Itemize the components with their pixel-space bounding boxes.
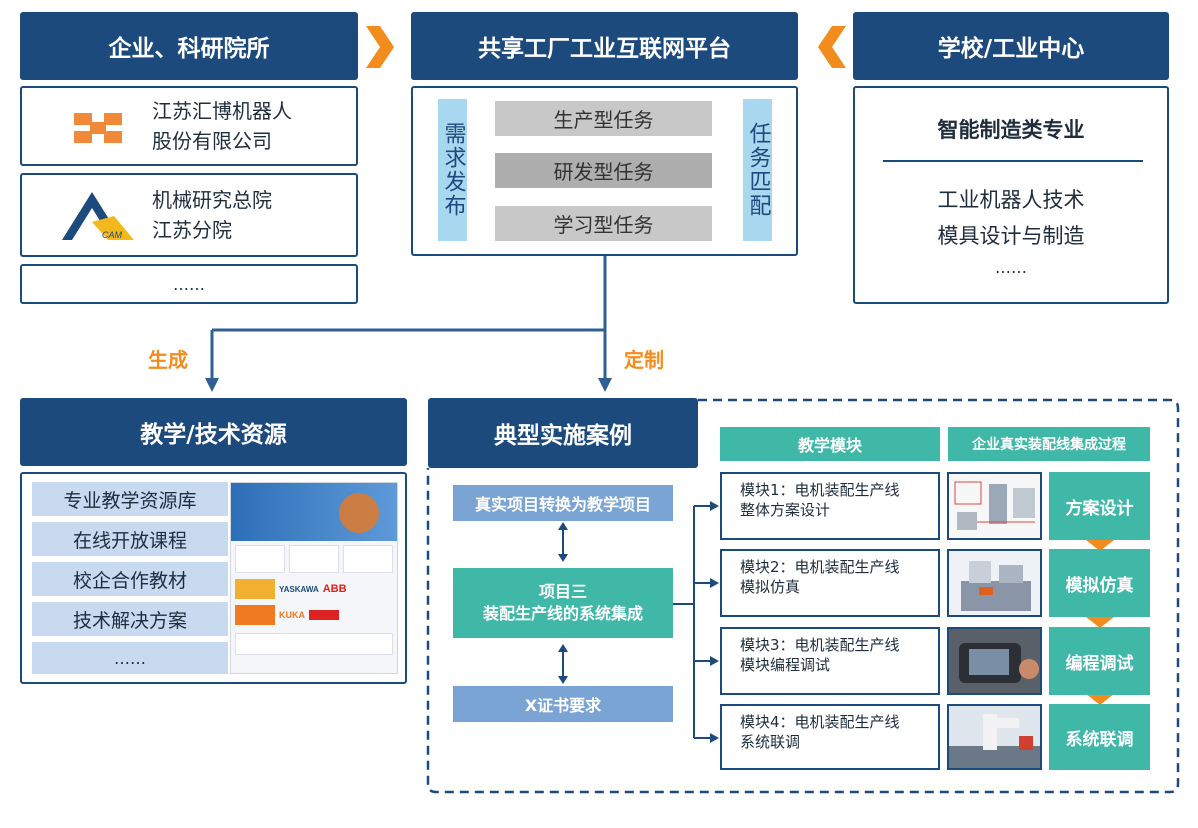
company-name-line2: 股份有限公司	[152, 129, 272, 153]
school-major-title: 智能制造类专业	[937, 118, 1085, 142]
robot-joint-image	[949, 706, 1040, 768]
company-name-line2: 江苏分院	[152, 218, 232, 242]
company-card-huibo: 江苏汇博机器人 股份有限公司	[20, 86, 358, 166]
school-header: 学校/工业中心	[853, 12, 1169, 80]
enterprise-header: 企业、科研院所	[20, 12, 358, 80]
convert-project-box: 真实项目转换为教学项目	[453, 485, 673, 521]
platform-header: 共享工厂工业互联网平台	[411, 12, 798, 80]
step-simulation: 模拟仿真	[1049, 549, 1150, 617]
arrow-down-customize	[598, 378, 612, 392]
customize-label: 定制	[624, 348, 664, 372]
resource-item: 校企合作教材	[32, 562, 228, 596]
project-subtitle: 装配生产线的系统集成	[482, 604, 643, 623]
school-panel: 智能制造类专业 工业机器人技术 模具设计与制造 ……	[853, 86, 1169, 304]
resource-item: ……	[32, 642, 228, 674]
company-name-line1: 机械研究总院	[152, 188, 272, 212]
module-card-1: 模块1：电机装配生产线 整体方案设计	[720, 472, 940, 540]
major-item: 工业机器人技术	[937, 188, 1085, 212]
major-item: 模具设计与制造	[937, 224, 1085, 248]
abb-logo: ABB	[322, 583, 347, 595]
site-banner	[231, 483, 397, 541]
yaskawa-logo: YASKAWA	[279, 584, 319, 594]
divider	[883, 160, 1143, 162]
generate-label: 生成	[148, 348, 188, 372]
resource-item: 专业教学资源库	[32, 482, 228, 516]
resources-header: 教学/技术资源	[20, 398, 407, 466]
svg-text:CAM: CAM	[102, 230, 123, 240]
module-photo-4	[947, 704, 1042, 770]
huibo-logo-icon	[74, 113, 122, 143]
robot-image	[339, 493, 379, 533]
demand-release-tag: 需求发布	[438, 99, 467, 241]
process-column-header: 企业真实装配线集成过程	[948, 427, 1150, 461]
orange-arrow-left	[818, 26, 846, 68]
task-production: 生产型任务	[495, 101, 712, 136]
resource-item: 在线开放课程	[32, 522, 228, 556]
module-title: 模块2：电机装配生产线	[740, 558, 900, 576]
module-subtitle: 模块编程调试	[740, 656, 831, 674]
orange-arrow-right	[366, 26, 394, 68]
programming-image	[949, 629, 1040, 693]
project-title: 项目三	[538, 582, 587, 601]
module-card-4: 模块4：电机装配生产线 系统联调	[720, 704, 940, 770]
step-design: 方案设计	[1049, 472, 1150, 540]
task-research: 研发型任务	[495, 153, 712, 188]
schematic-image	[949, 474, 1040, 538]
cases-header: 典型实施案例	[428, 398, 698, 468]
cam-logo-icon: CAM	[62, 192, 134, 240]
module-subtitle: 模拟仿真	[740, 578, 801, 596]
module-card-2: 模块2：电机装配生产线 模拟仿真	[720, 549, 940, 617]
module-photo-3	[947, 627, 1042, 695]
module-subtitle: 整体方案设计	[740, 501, 831, 519]
task-learning: 学习型任务	[495, 206, 712, 241]
company-more: ……	[20, 264, 358, 304]
project-three-box: 项目三 装配生产线的系统集成	[453, 568, 673, 638]
module-title: 模块1：电机装配生产线	[740, 481, 900, 499]
module-title: 模块3：电机装配生产线	[740, 636, 900, 654]
module-photo-2	[947, 549, 1042, 617]
simulation-image	[949, 551, 1040, 615]
task-match-tag: 任务匹配	[743, 99, 772, 241]
step-programming: 编程调试	[1049, 627, 1150, 695]
major-more: ……	[995, 258, 1027, 277]
module-photo-1	[947, 472, 1042, 540]
module-title: 模块4：电机装配生产线	[740, 713, 900, 731]
modules-column-header: 教学模块	[720, 427, 940, 461]
company-name-line1: 江苏汇博机器人	[152, 99, 292, 123]
kuka-logo: KUKA	[279, 610, 305, 620]
arrow-down-generate	[205, 378, 219, 392]
resource-item: 技术解决方案	[32, 602, 228, 636]
cert-requirement-box: X证书要求	[453, 686, 673, 722]
resource-site-screenshot: YASKAWA ABB KUKA	[230, 482, 398, 674]
module-subtitle: 系统联调	[740, 733, 801, 751]
company-card-cam: CAM 机械研究总院 江苏分院	[20, 173, 358, 257]
module-card-3: 模块3：电机装配生产线 模块编程调试	[720, 627, 940, 695]
step-integration: 系统联调	[1049, 704, 1150, 770]
